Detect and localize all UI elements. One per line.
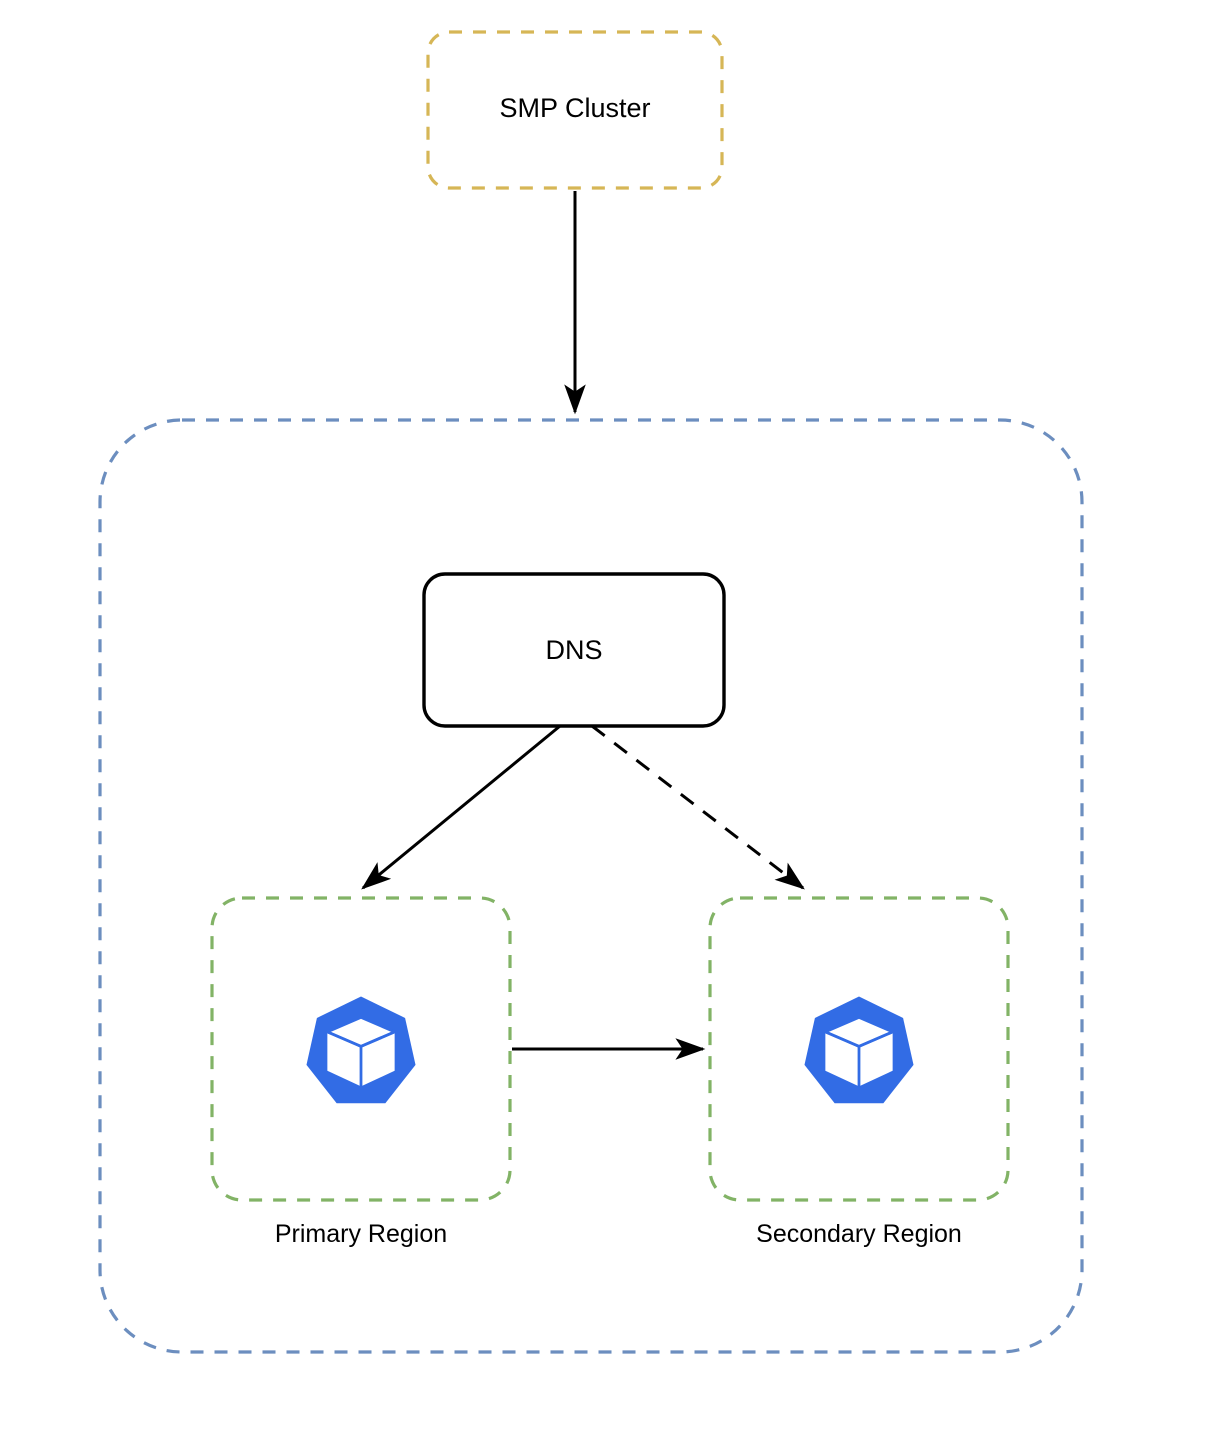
platform-boundary-container xyxy=(98,418,1084,1354)
edge-dns-to-secondary xyxy=(591,724,805,890)
dns-label: DNS xyxy=(545,635,603,665)
smp-cluster-box[interactable] xyxy=(426,30,724,190)
dns-box[interactable] xyxy=(422,572,726,728)
edge-dns-to-primary xyxy=(361,724,561,890)
primary-region-label: Primary Region xyxy=(274,1220,448,1248)
smp-cluster-label: SMP Cluster xyxy=(499,93,651,123)
secondary-region-label: Secondary Region xyxy=(756,1220,962,1248)
